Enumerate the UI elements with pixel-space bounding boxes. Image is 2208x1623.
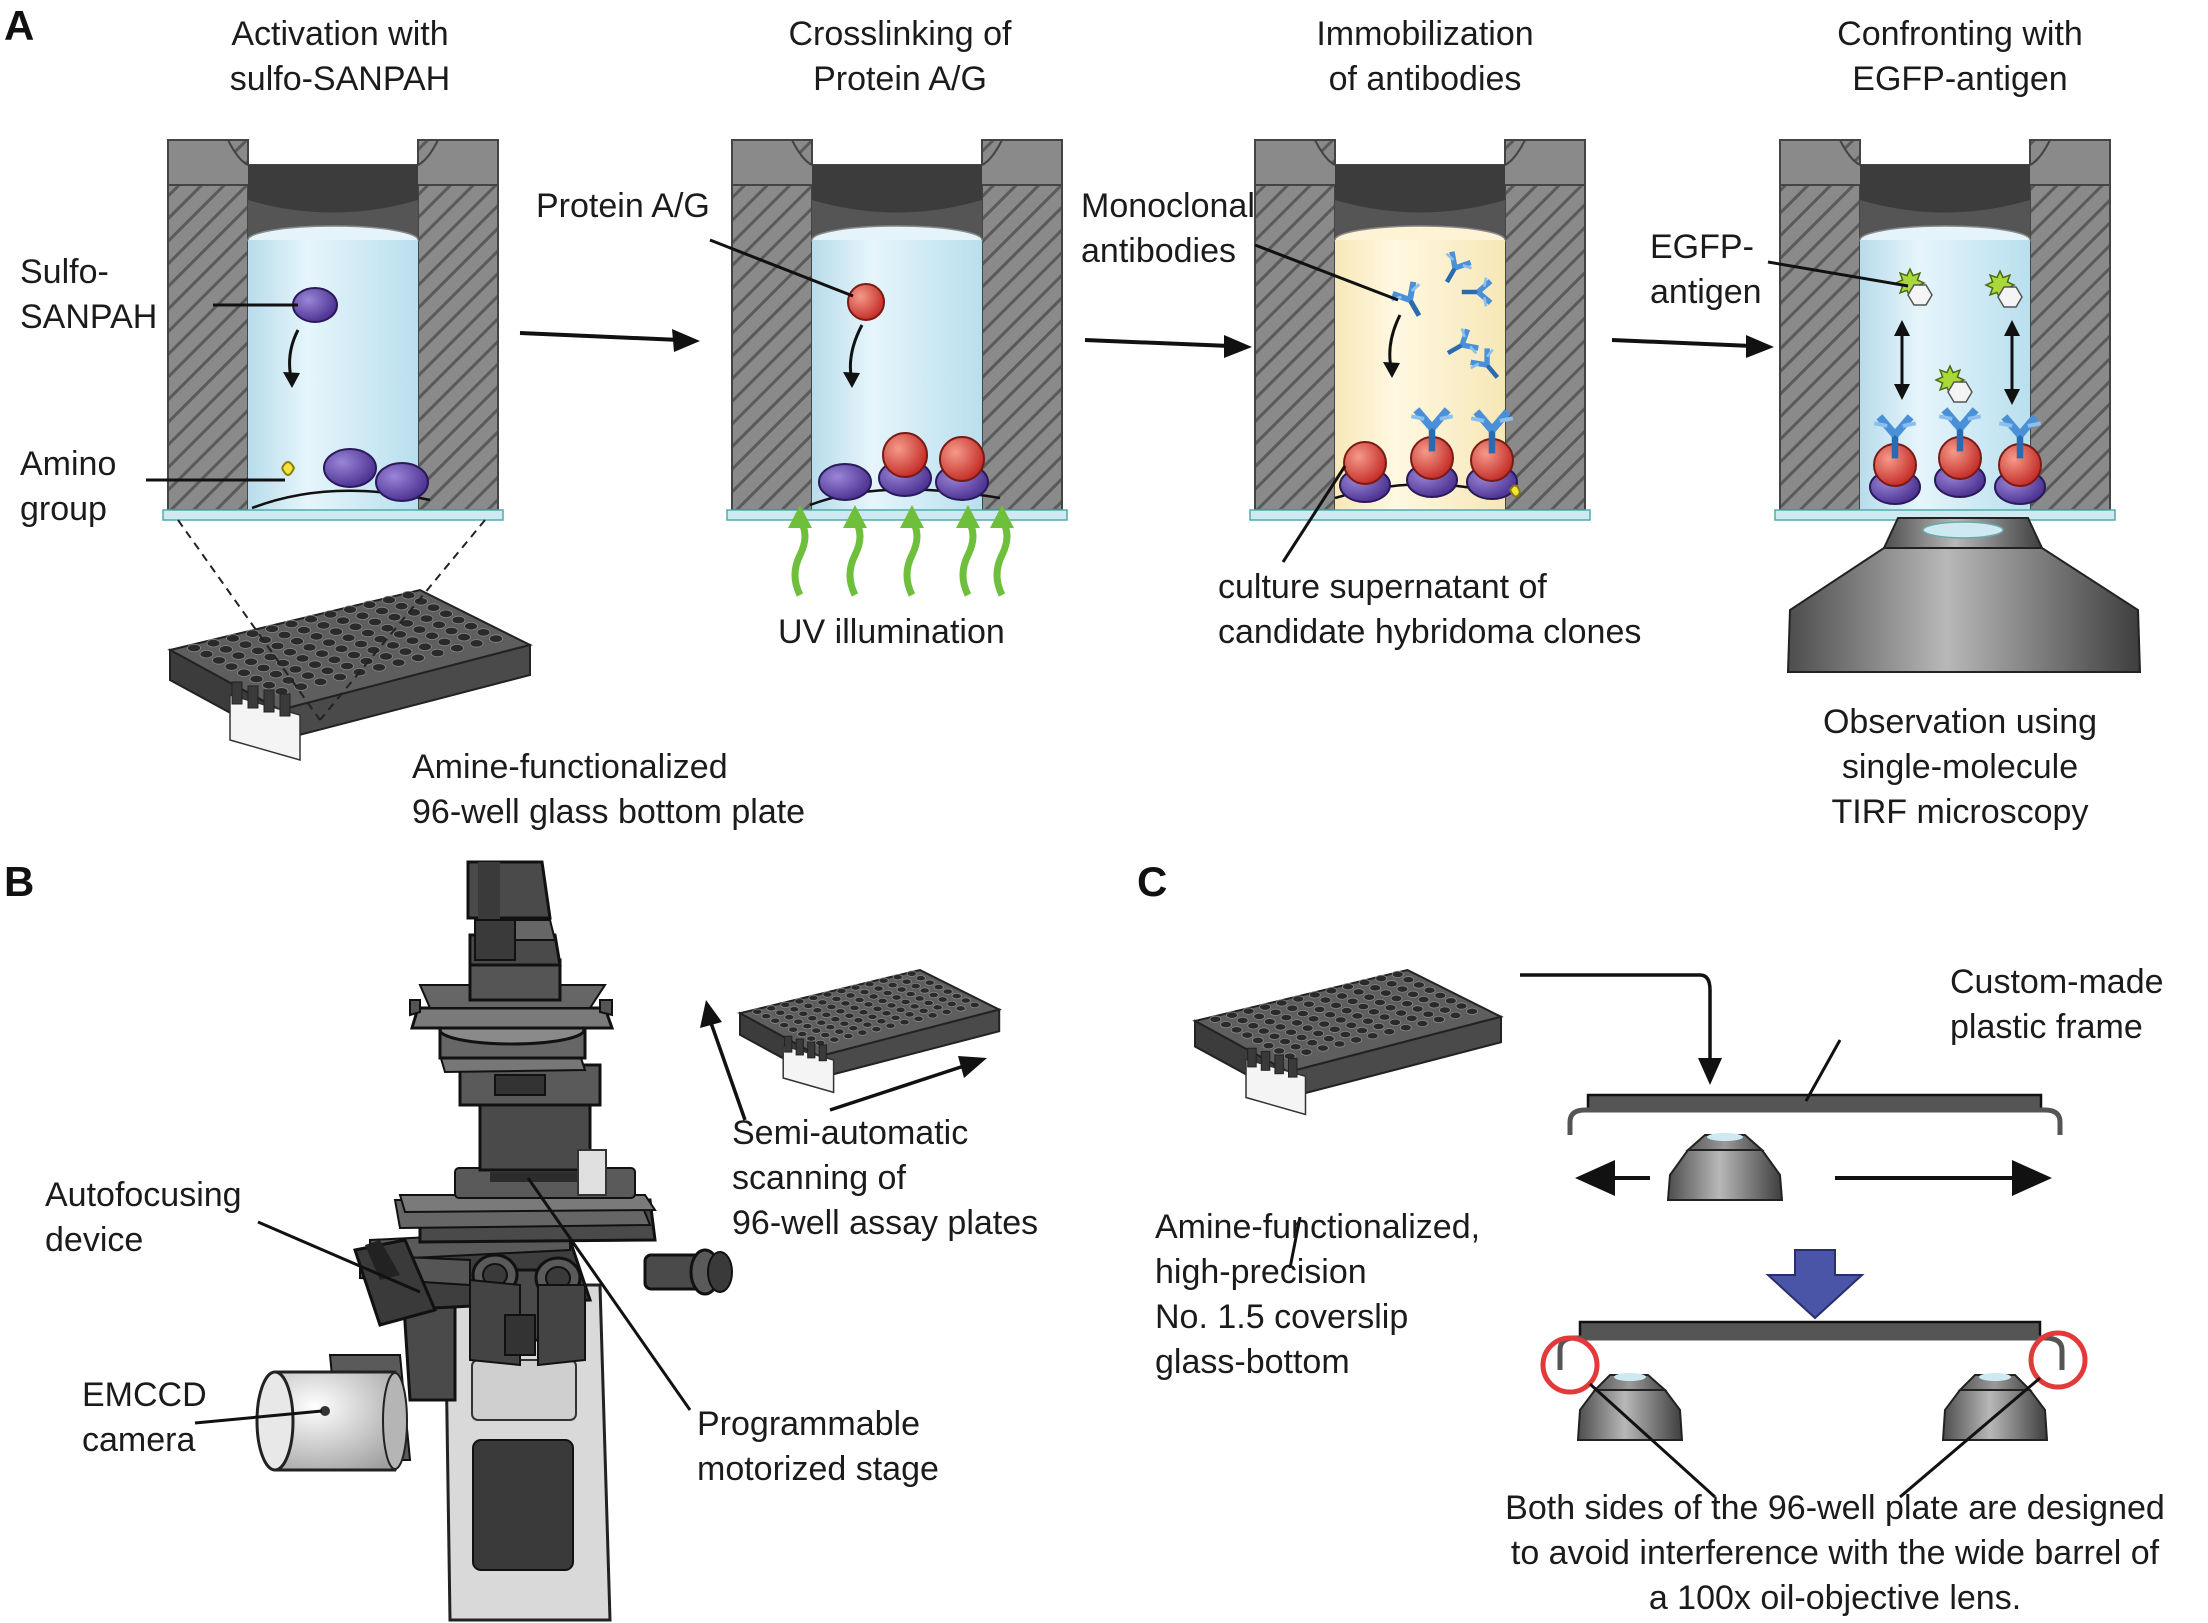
uv-arrows xyxy=(788,505,1014,597)
highlight-ring-right xyxy=(2028,1330,2088,1390)
egfp-antigen xyxy=(1934,364,1973,403)
leader-emccd xyxy=(194,1409,323,1425)
egfp-antigen xyxy=(1984,269,2023,308)
plate-96-well-c xyxy=(1192,968,1504,1116)
scan-arrows xyxy=(700,1000,987,1121)
emccd-camera xyxy=(255,1354,412,1472)
crosslinked-complexes xyxy=(809,432,1001,507)
sulfo-sanpah-molecule xyxy=(292,287,338,323)
leader-note-left xyxy=(1588,1382,1717,1499)
step-arrow-3 xyxy=(1611,335,1774,358)
plastic-frame-bottom xyxy=(1557,1320,2065,1370)
insert-arrow xyxy=(1520,973,1722,1085)
panel-letter-c: C xyxy=(1137,858,1168,905)
label-protein-ag: Protein A/G xyxy=(536,187,710,225)
big-down-arrow xyxy=(1765,1249,1865,1320)
highlight-ring-left xyxy=(1540,1335,1600,1395)
objective-lens-c-left xyxy=(1576,1373,1684,1441)
objective-lens-c-top xyxy=(1666,1133,1784,1201)
objective-lens-a xyxy=(1786,517,2142,673)
label-uv-illumination: UV illumination xyxy=(778,613,1005,651)
protein-ag-molecule xyxy=(847,283,885,321)
lateral-arrows xyxy=(1575,1160,2052,1196)
antibody xyxy=(1446,328,1479,356)
step-arrow-2 xyxy=(1084,335,1252,358)
antibody xyxy=(1998,414,2042,459)
plastic-frame-top xyxy=(1567,1093,2063,1135)
leader-stage xyxy=(526,1177,692,1411)
leader-monoclonal xyxy=(1254,243,1399,302)
label-note: Both sides of the 96-well plate are desi… xyxy=(1505,1489,2165,1617)
antibody xyxy=(1461,277,1493,307)
plate-96-well-b xyxy=(737,968,1003,1094)
leader-egfp xyxy=(1767,260,1909,288)
label-egfp-antigen: EGFP-antigen xyxy=(1650,228,1762,311)
bound-antibodies xyxy=(1334,407,1522,503)
panel-letter-b: B xyxy=(4,858,35,905)
leader-note-right xyxy=(1899,1376,2041,1499)
antibody xyxy=(1470,348,1500,379)
leader-supernatant xyxy=(1281,465,1347,563)
leader-protein xyxy=(709,238,854,298)
panel-letter-a: A xyxy=(4,2,35,49)
antibody xyxy=(1470,409,1514,454)
plate-96-well-a xyxy=(167,588,533,761)
microscope-illustration xyxy=(255,860,733,1622)
antibody xyxy=(1938,407,1982,452)
objective-lens-c-right xyxy=(1941,1373,2049,1441)
antibody xyxy=(1444,251,1472,284)
step-arrow-1 xyxy=(519,329,700,352)
antibody xyxy=(1873,414,1917,459)
leader-autofocus xyxy=(257,1220,421,1294)
egfp-antigen-scene xyxy=(1869,267,2046,505)
leader-coverslip xyxy=(1288,1216,1302,1269)
immobilized-sulfo-sanpah xyxy=(251,448,431,510)
leader-frame xyxy=(1804,1039,1842,1102)
antibody xyxy=(1410,407,1454,452)
egfp-antigen xyxy=(1894,267,1933,306)
label-sulfo-sanpah: Sulfo-SANPAH xyxy=(20,253,158,336)
